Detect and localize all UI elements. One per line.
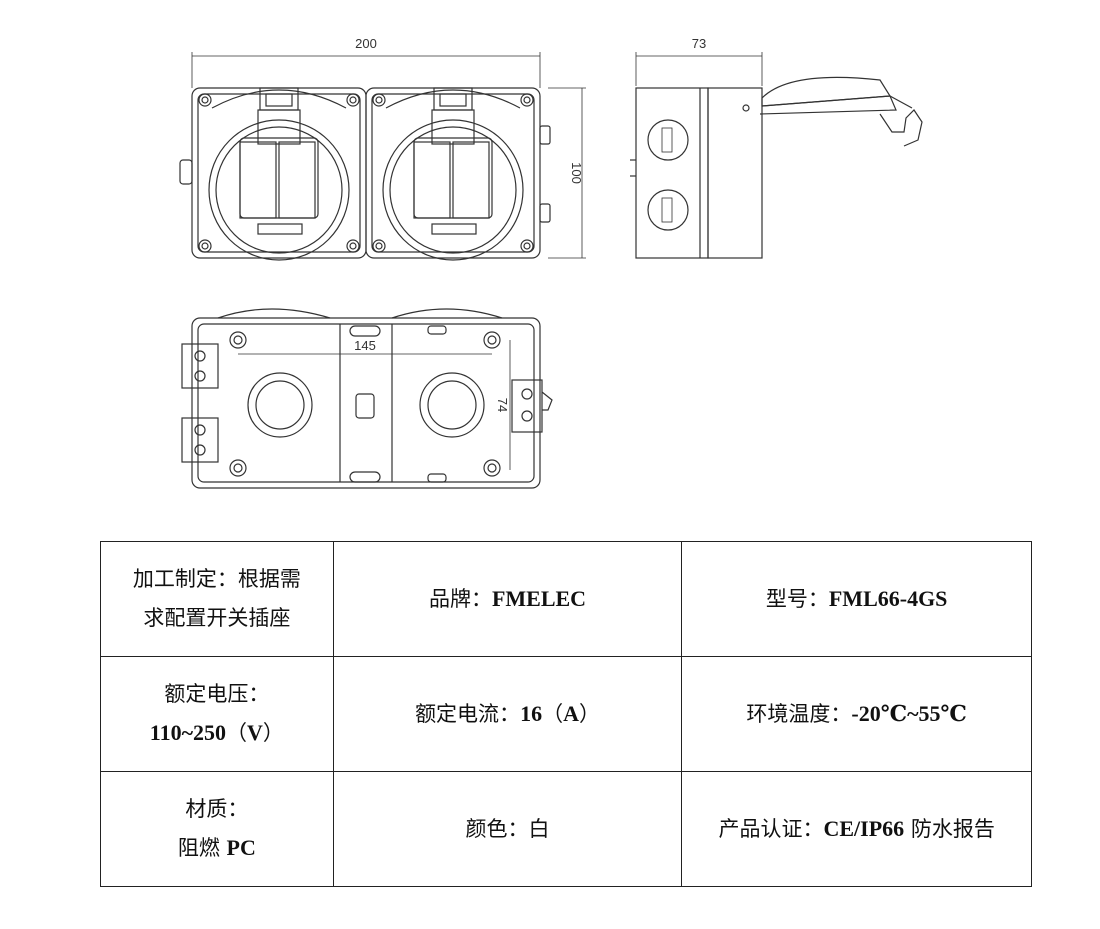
brand-label: 品牌：	[428, 586, 492, 611]
back-view	[181, 308, 553, 489]
voltage-label: 额定电压：	[164, 682, 270, 706]
temp-value: -20℃~55℃	[851, 700, 967, 726]
voltage-value: 110~250	[149, 720, 227, 745]
spec-voltage: 额定电压： 110~250（V）	[100, 656, 334, 772]
material-label: 材质：	[185, 797, 249, 821]
cert-suffix: 防水报告	[904, 816, 995, 841]
material-value-2: PC	[226, 835, 256, 860]
color-value: 白	[528, 816, 550, 841]
model-label: 型号：	[765, 586, 829, 611]
spec-table: 加工制定：根据需 求配置开关插座 品牌：FMELEC 型号：FML66-4GS …	[100, 541, 1032, 887]
cert-value: CE/IP66	[823, 815, 905, 841]
spec-material: 材质： 阻燃 PC	[100, 771, 334, 887]
temp-label: 环境温度：	[746, 701, 852, 726]
dim-back-hole-spacing-v: 74	[495, 398, 510, 412]
spec-temperature: 环境温度：-20℃~55℃	[681, 656, 1032, 772]
table-row: 加工制定：根据需 求配置开关插座 品牌：FMELEC 型号：FML66-4GS	[100, 541, 1032, 657]
technical-drawings: 200 100 73 145 74	[179, 36, 923, 489]
current-label: 额定电流：	[415, 701, 521, 726]
processing-label: 加工制定：	[132, 567, 238, 591]
front-view	[179, 52, 586, 261]
table-row: 材质： 阻燃 PC 颜色：白 产品认证：CE/IP66 防水报告	[100, 771, 1032, 887]
spec-color: 颜色：白	[332, 771, 683, 887]
dim-front-height: 100	[569, 162, 584, 184]
brand-value: FMELEC	[491, 585, 587, 611]
current-unit-close: ）	[578, 701, 600, 726]
current-value: 16	[520, 700, 543, 726]
dim-back-hole-spacing-h: 145	[354, 338, 376, 353]
current-unit-open: （	[542, 701, 564, 726]
voltage-unit: V	[247, 720, 263, 745]
spec-brand: 品牌：FMELEC	[332, 541, 683, 657]
color-label: 颜色：	[465, 816, 529, 841]
spec-certification: 产品认证：CE/IP66 防水报告	[681, 771, 1032, 887]
spec-processing: 加工制定：根据需 求配置开关插座	[100, 541, 334, 657]
voltage-unit-close: ）	[262, 721, 284, 745]
current-unit: A	[563, 700, 579, 726]
spec-current: 额定电流：16（A）	[332, 656, 683, 772]
processing-value-2: 求配置开关插座	[143, 606, 291, 630]
dim-front-width: 200	[355, 36, 377, 51]
material-value-1: 阻燃	[177, 836, 227, 860]
dim-side-depth: 73	[692, 36, 706, 51]
model-value: FML66-4GS	[828, 585, 948, 611]
voltage-unit-open: （	[226, 721, 248, 745]
side-view	[630, 52, 923, 259]
table-row: 额定电压： 110~250（V） 额定电流：16（A） 环境温度：-20℃~55…	[100, 656, 1032, 772]
processing-value-1: 根据需	[237, 567, 301, 591]
cert-label: 产品认证：	[718, 816, 824, 841]
spec-model: 型号：FML66-4GS	[681, 541, 1032, 657]
